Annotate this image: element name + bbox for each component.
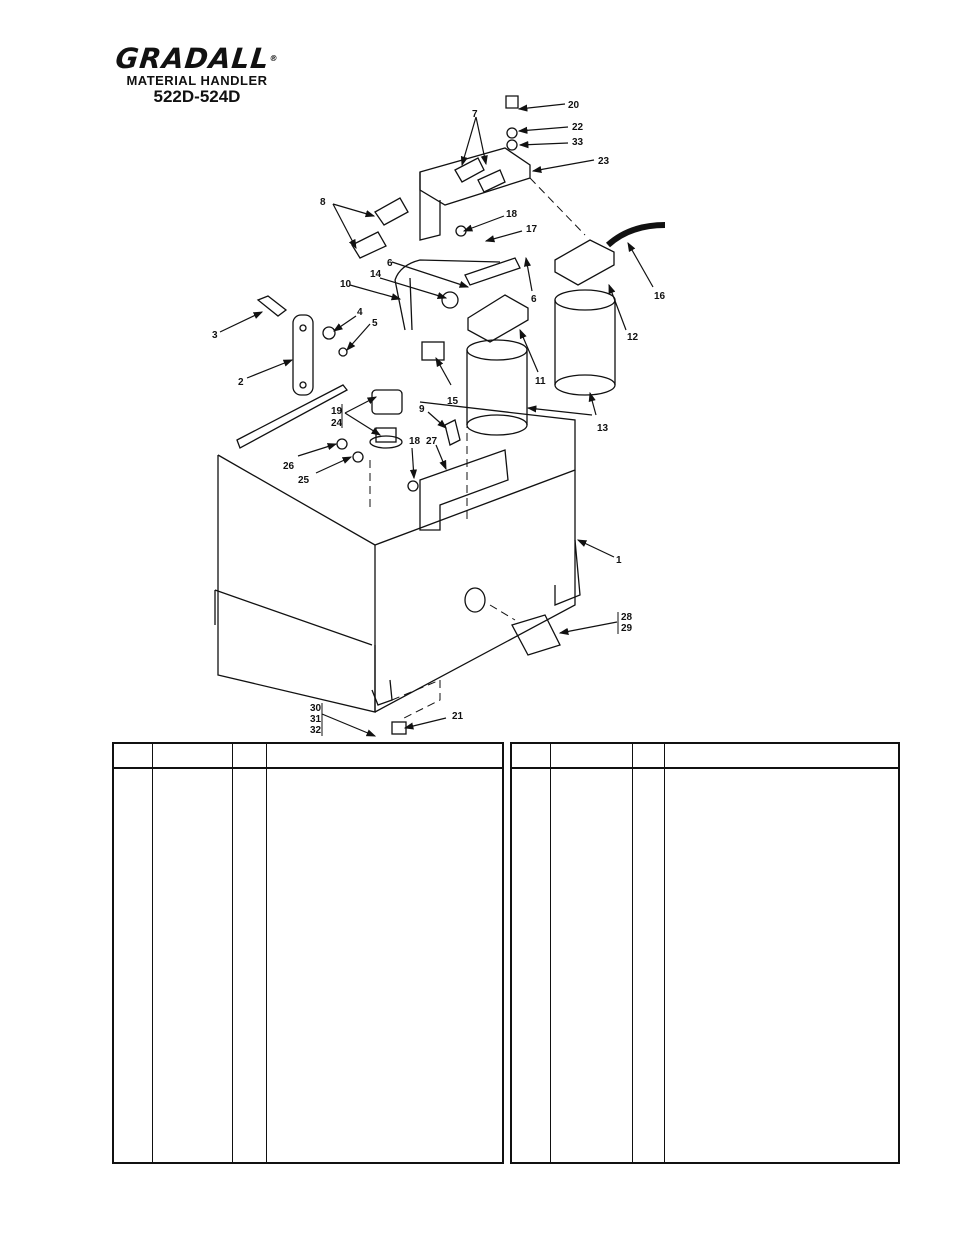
callout-26: 26 bbox=[283, 461, 295, 472]
callout-23: 23 bbox=[598, 156, 610, 167]
callout-20: 20 bbox=[568, 100, 580, 111]
callout-13: 13 bbox=[597, 423, 609, 434]
strap-bar bbox=[236, 384, 348, 449]
callout-28: 28 bbox=[621, 612, 633, 623]
parts-table-left bbox=[112, 742, 504, 1164]
callout-33: 33 bbox=[572, 137, 584, 148]
product-line: MATERIAL HANDLER bbox=[126, 73, 268, 88]
callout-12: 12 bbox=[627, 332, 639, 343]
callout-15: 15 bbox=[447, 396, 459, 407]
callout-30: 30 bbox=[310, 703, 322, 714]
callout-19: 19 bbox=[331, 406, 343, 417]
callout-25: 25 bbox=[298, 475, 310, 486]
filler-breather bbox=[371, 389, 403, 415]
callout-4: 4 bbox=[357, 307, 363, 318]
table-column-divider bbox=[632, 744, 633, 1162]
table-column-divider bbox=[232, 744, 233, 1162]
callout-17: 17 bbox=[526, 224, 538, 235]
sight-gauge-plate bbox=[292, 314, 314, 396]
callout-18a: 18 bbox=[506, 209, 518, 220]
callout-8: 8 bbox=[320, 197, 326, 208]
exploded-parts-diagram: 1 2 3 4 5 6 6 7 8 9 10 11 12 13 14 15 16… bbox=[212, 95, 666, 737]
gradall-logo: GRADALL® MATERIAL HANDLER 522D-524D bbox=[112, 42, 282, 106]
table-column-divider bbox=[266, 744, 267, 1162]
table-column-divider bbox=[664, 744, 665, 1162]
callout-31: 31 bbox=[310, 714, 322, 725]
callout-27: 27 bbox=[426, 436, 438, 447]
table-column-divider bbox=[550, 744, 551, 1162]
callout-9: 9 bbox=[419, 404, 425, 415]
model-number: 522D-524D bbox=[153, 87, 241, 106]
table-header bbox=[114, 744, 502, 769]
table-header bbox=[512, 744, 898, 769]
callout-11: 11 bbox=[535, 376, 546, 387]
callout-32: 32 bbox=[310, 725, 322, 736]
filter-head-11 bbox=[467, 294, 529, 343]
table-column-divider bbox=[152, 744, 153, 1162]
callout-21: 21 bbox=[452, 711, 464, 722]
callout-2: 2 bbox=[238, 377, 244, 388]
manifold-bracket bbox=[419, 147, 531, 206]
callout-3: 3 bbox=[212, 330, 218, 341]
callout-14: 14 bbox=[370, 269, 382, 280]
callout-10: 10 bbox=[340, 279, 352, 290]
callout-6a: 6 bbox=[387, 258, 393, 269]
filter-head-12 bbox=[554, 239, 615, 286]
callout-6b: 6 bbox=[531, 294, 537, 305]
parts-table-right bbox=[510, 742, 900, 1164]
callout-22: 22 bbox=[572, 122, 584, 133]
callout-5: 5 bbox=[372, 318, 378, 329]
callout-29: 29 bbox=[621, 623, 633, 634]
callout-7: 7 bbox=[472, 109, 478, 120]
callout-1: 1 bbox=[616, 555, 622, 566]
bolt-3 bbox=[256, 295, 288, 317]
callout-16: 16 bbox=[654, 291, 666, 302]
callout-24: 24 bbox=[331, 418, 343, 429]
hydraulic-tank bbox=[214, 401, 581, 713]
callout-18b: 18 bbox=[409, 436, 421, 447]
